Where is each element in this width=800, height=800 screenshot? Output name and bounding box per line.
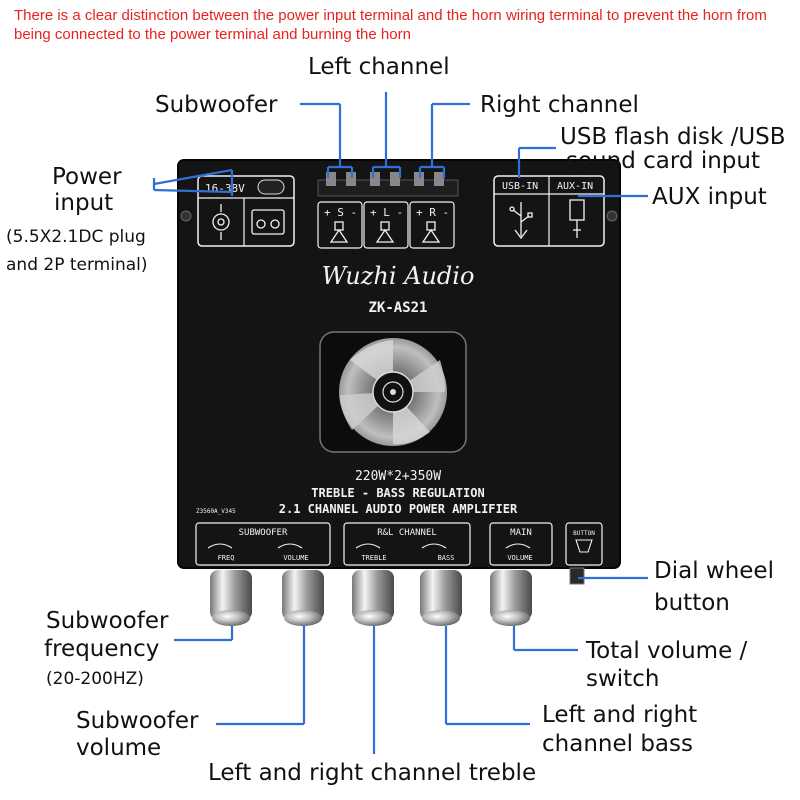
knob-label-volume: VOLUME <box>283 554 308 562</box>
subwoofer-frequency-knob <box>210 570 252 626</box>
total-volume-label-1: Total volume / <box>586 638 748 664</box>
power-input-note-2: and 2P terminal) <box>6 255 148 275</box>
button-label: BUTTON <box>573 530 595 537</box>
terminal-label-s: + S - <box>324 206 357 219</box>
subwoofer-label: Subwoofer <box>155 92 278 118</box>
dial-wheel-label-2: button <box>654 590 730 616</box>
lr-treble-label: Left and right channel treble <box>208 760 537 786</box>
lr-bass-label-2: channel bass <box>542 731 693 757</box>
usb-in-label: USB-IN <box>502 181 538 192</box>
group-subwoofer: SUBWOOFER <box>239 528 288 538</box>
usb-input-label-2: sound card input <box>566 148 760 174</box>
dial-wheel-label-1: Dial wheel <box>654 558 774 584</box>
power-input-label-1: Power <box>52 164 122 190</box>
knob-label-main-volume: VOLUME <box>507 554 532 562</box>
dc-jack-icon <box>257 179 285 195</box>
power-input-label-2: input <box>54 190 114 216</box>
total-volume-label-2: switch <box>586 666 660 692</box>
terminal-label-l: + L - <box>370 206 403 219</box>
callout-lines <box>152 92 648 754</box>
speaker-terminal-block <box>317 172 459 197</box>
usb-icon <box>509 202 533 240</box>
mount-hole <box>606 210 618 222</box>
terminal-label-r: + R - <box>416 206 449 219</box>
regulation-label: TREBLE - BASS REGULATION <box>311 486 484 500</box>
subwoofer-frequency-range: (20-200HZ) <box>46 669 144 689</box>
usb-input-label-1: USB flash disk /USB <box>560 124 786 150</box>
speaker-icon <box>375 221 395 243</box>
group-rl-channel: R&L CHANNEL <box>377 528 437 538</box>
speaker-icon <box>421 221 441 243</box>
cooling-fan <box>319 331 467 453</box>
dc-polarity-icon <box>212 204 230 240</box>
subwoofer-frequency-label-1: Subwoofer <box>46 608 169 634</box>
voltage-label: 16-38V <box>205 182 245 195</box>
left-channel-label: Left channel <box>308 54 450 80</box>
knob-label-treble: TREBLE <box>361 554 386 562</box>
aux-in-label: AUX-IN <box>557 181 593 192</box>
knob-label-freq: FREQ <box>218 554 235 562</box>
power-input-note-1: (5.5X2.1DC plug <box>6 227 146 247</box>
warning-text: There is a clear distinction between the… <box>14 7 767 43</box>
bass-knob <box>420 570 462 626</box>
aux-input-label: AUX input <box>652 184 767 210</box>
brand-logo: Wuzhi Audio <box>322 262 475 290</box>
screw-terminal-icon <box>251 209 285 235</box>
amplifier-desc: 2.1 CHANNEL AUDIO POWER AMPLIFIER <box>279 502 518 516</box>
treble-knob <box>352 570 394 626</box>
pcb-code: Z3560A_V345 <box>196 508 236 515</box>
speaker-icon <box>329 221 349 243</box>
subwoofer-volume-label-2: volume <box>76 735 162 761</box>
subwoofer-frequency-label-2: frequency <box>44 636 160 662</box>
total-volume-knob <box>490 570 532 626</box>
subwoofer-volume-label-1: Subwoofer <box>76 708 199 734</box>
dial-wheel-button <box>569 567 585 585</box>
power-input-box <box>197 175 295 247</box>
model-label: ZK-AS21 <box>368 300 427 316</box>
mount-hole <box>180 210 192 222</box>
right-channel-label: Right channel <box>480 92 639 118</box>
group-main: MAIN <box>510 528 532 538</box>
subwoofer-volume-knob <box>282 570 324 626</box>
lr-bass-label-1: Left and right <box>542 702 698 728</box>
knob-label-bass: BASS <box>438 554 455 562</box>
power-rating: 220W*2+350W <box>355 469 441 484</box>
aux-jack-icon <box>569 199 585 238</box>
